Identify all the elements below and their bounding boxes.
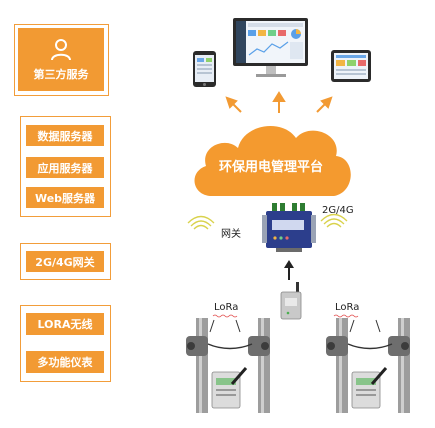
meter-button[interactable]: 多功能仪表 <box>26 351 104 373</box>
third-party-card[interactable]: 第三方服务 <box>18 28 104 91</box>
data-server-button[interactable]: 数据服务器 <box>26 125 104 146</box>
gateway-arrow <box>284 260 294 280</box>
meter-assembly-right <box>326 318 410 413</box>
tablet-icon <box>331 50 371 82</box>
app-server-button[interactable]: 应用服务器 <box>26 157 104 178</box>
servers-frame: 数据服务器 应用服务器 Web服务器 <box>20 116 111 217</box>
lora-right-underline <box>333 314 359 318</box>
web-server-button[interactable]: Web服务器 <box>26 187 104 208</box>
lora-right-label: LoRa <box>335 302 360 313</box>
signal-waves-left-icon <box>187 215 215 230</box>
third-party-label: 第三方服务 <box>33 67 89 81</box>
upload-arrows <box>225 91 333 113</box>
field-frame: LORA无线 多功能仪表 <box>20 305 111 382</box>
gateway-device-icon <box>262 203 316 252</box>
lora-left-underline <box>212 314 238 318</box>
network-frame: 2G/4G网关 <box>20 243 111 280</box>
meter-assembly-left <box>186 318 270 413</box>
third-party-frame: 第三方服务 <box>14 24 109 96</box>
monitor-icon <box>233 18 308 77</box>
phone-icon <box>193 51 216 87</box>
gateway-label: 网关 <box>221 229 241 240</box>
signal-waves-right-icon <box>320 213 348 228</box>
lora-wireless-button[interactable]: LORA无线 <box>26 313 104 335</box>
signal-label: 2G/4G <box>322 205 354 216</box>
cloud-platform <box>194 125 351 196</box>
cloud-label: 环保用电管理平台 <box>218 160 323 175</box>
user-icon <box>51 38 71 60</box>
lora-module-icon <box>280 282 302 320</box>
lora-left-label: LoRa <box>214 302 239 313</box>
gateway-4g-button[interactable]: 2G/4G网关 <box>26 251 104 272</box>
